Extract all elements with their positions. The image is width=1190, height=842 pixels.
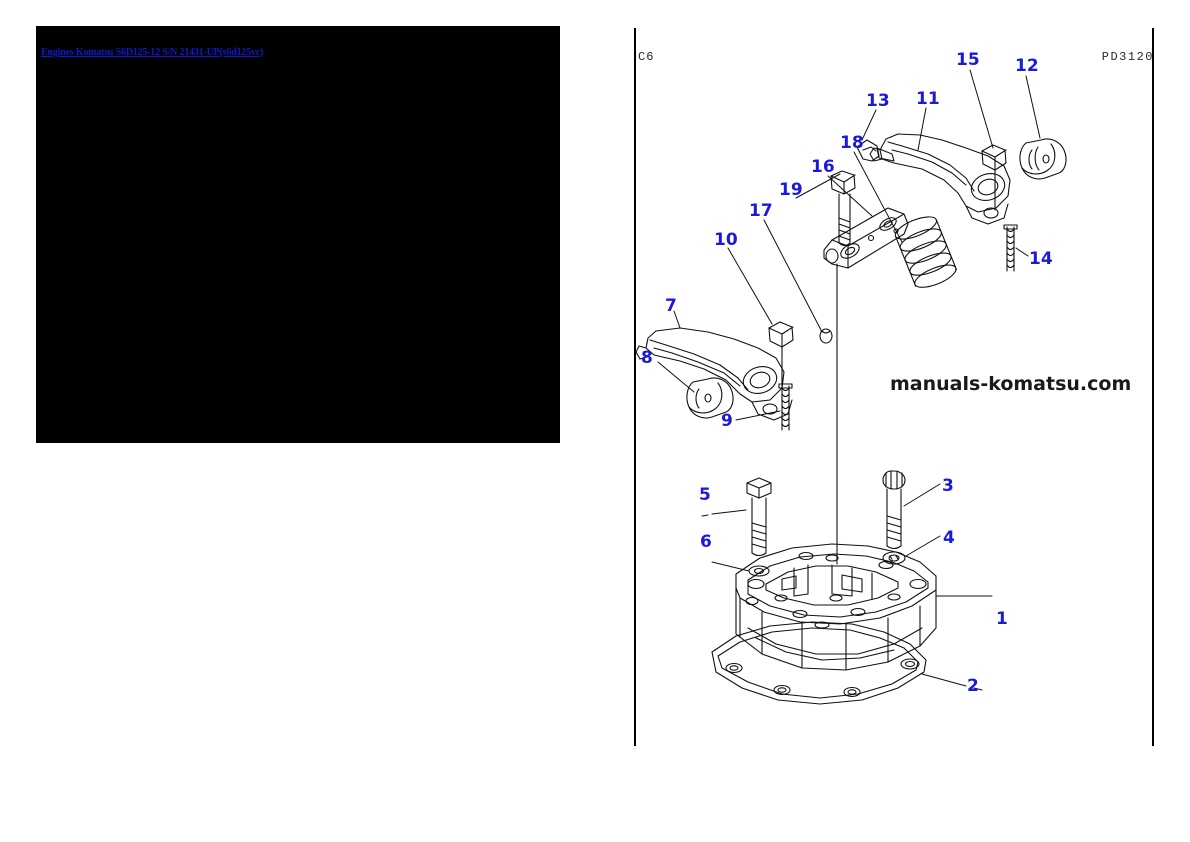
callout-12: 12 (1015, 56, 1039, 76)
callout-1: 1 (996, 609, 1008, 629)
callout-9: 9 (721, 411, 733, 431)
callout-5: 5 (699, 485, 711, 505)
callout-3: 3 (942, 476, 954, 496)
catalog-link[interactable]: Engines Komatsu S6D125-12 S/N 21431-UP(s… (41, 47, 264, 58)
callout-16: 16 (811, 157, 835, 177)
exploded-parts-artwork (636, 69, 1067, 705)
callout-10: 10 (714, 230, 738, 250)
page-code-right: PD3120 (1101, 50, 1154, 64)
callout-4: 4 (943, 528, 955, 548)
callout-2: 2 (967, 676, 979, 696)
parts-diagram-panel: C6 PD3120 (634, 28, 1154, 746)
thumbnail-panel: Engines Komatsu S6D125-12 S/N 21431-UP(s… (36, 26, 560, 443)
callout-8: 8 (641, 348, 653, 368)
site-watermark: manuals-komatsu.com (890, 373, 1132, 395)
callout-6: 6 (700, 532, 712, 552)
callout-11: 11 (916, 89, 940, 109)
callout-17: 17 (749, 201, 773, 221)
callout-18: 18 (840, 133, 864, 153)
page-code-left: C6 (638, 50, 655, 64)
callout-14: 14 (1029, 249, 1053, 269)
callout-15: 15 (956, 50, 980, 70)
callout-19: 19 (779, 180, 803, 200)
callout-13: 13 (866, 91, 890, 111)
callout-7: 7 (665, 296, 677, 316)
